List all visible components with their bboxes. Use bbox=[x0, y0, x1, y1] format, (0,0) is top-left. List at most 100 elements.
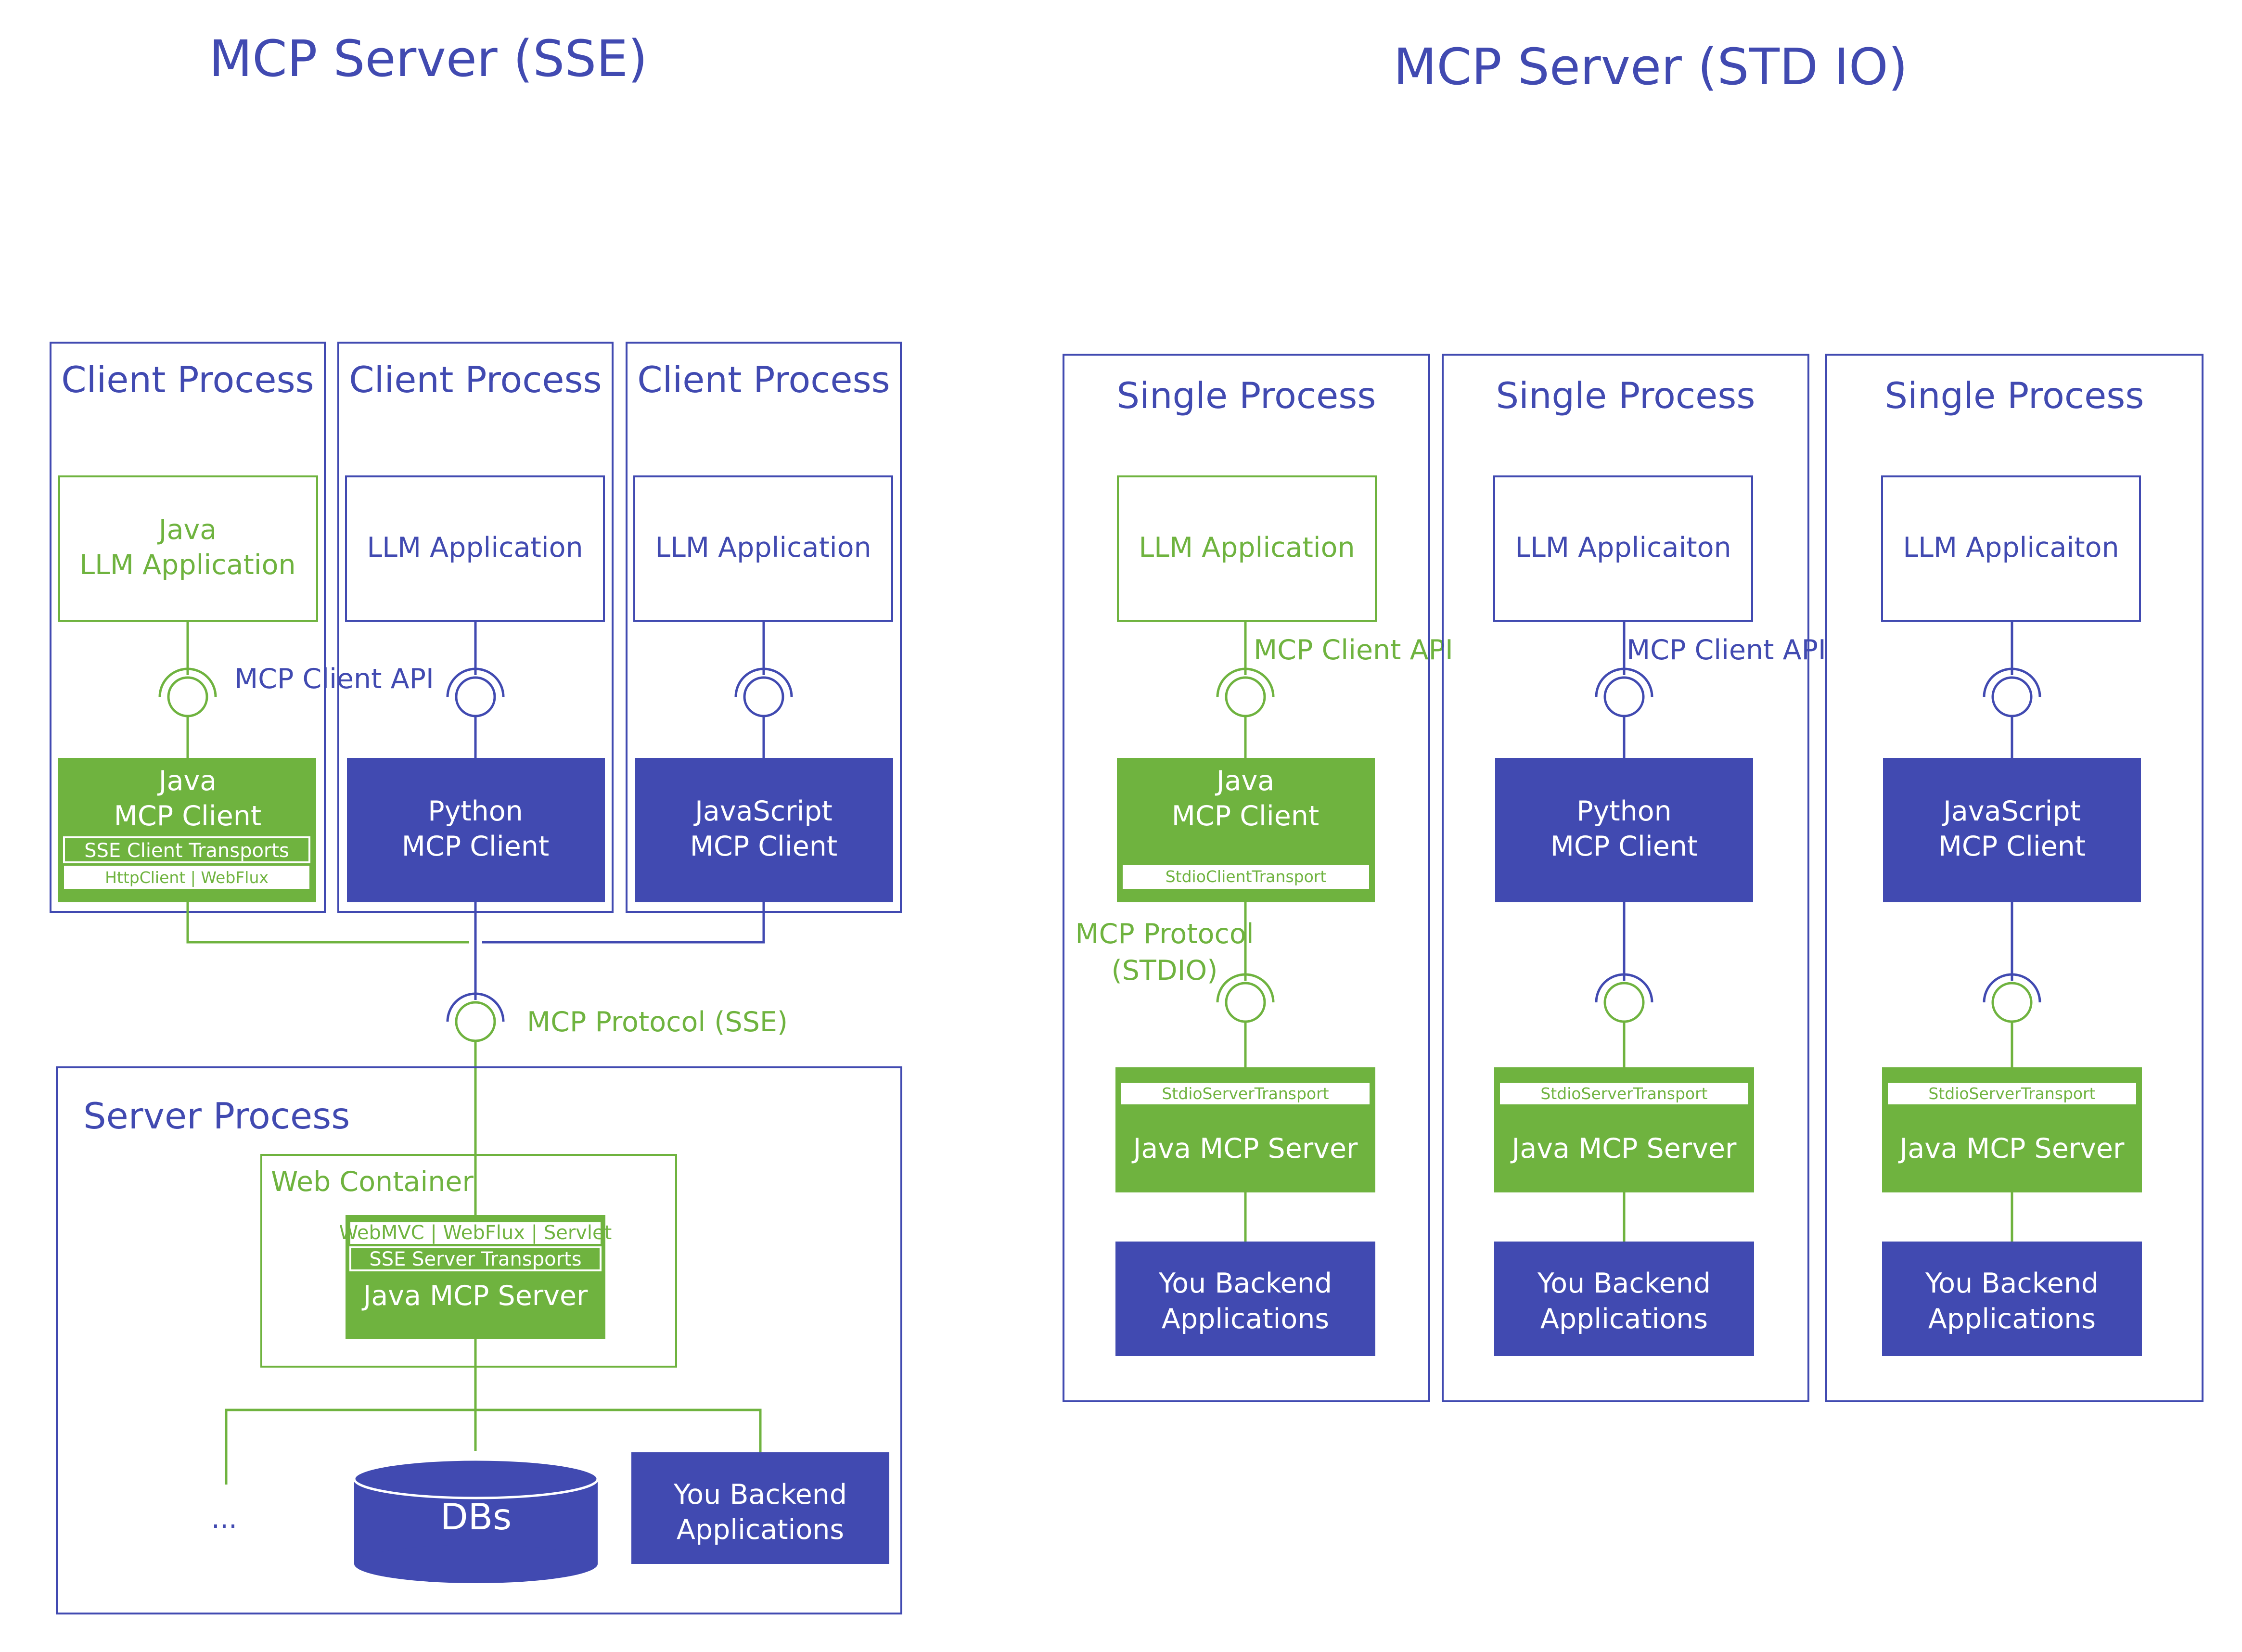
resource-branch-line bbox=[225, 1409, 762, 1485]
backend-line-2: Applications bbox=[1928, 1303, 2096, 1335]
backend-applications-box bbox=[1115, 1242, 1375, 1356]
backend-applications-box bbox=[631, 1452, 889, 1564]
server-process-frame bbox=[56, 1066, 902, 1614]
protocol-ball-icon bbox=[455, 1001, 496, 1042]
js-client-line-2: MCP Client bbox=[690, 831, 838, 862]
single-process-frame bbox=[1442, 354, 1809, 1402]
javascript-mcp-client-box bbox=[635, 758, 893, 902]
server-name-label: Java MCP Server bbox=[1511, 1133, 1737, 1165]
single-process-label: Single Process bbox=[1496, 374, 1755, 417]
api-ball-icon bbox=[1225, 676, 1266, 717]
java-llm-application-box bbox=[58, 475, 318, 622]
protocol-socket-icon bbox=[1595, 973, 1653, 1003]
sse-protocol-label: MCP Protocol (SSE) bbox=[527, 1006, 788, 1038]
client-impl-label: HttpClient | WebFlux bbox=[105, 868, 269, 887]
backend-line-2: Applications bbox=[1540, 1303, 1708, 1335]
llm-application-box bbox=[1493, 475, 1753, 622]
protocol-socket-icon bbox=[1983, 973, 2041, 1003]
llm-app-label: LLM Application bbox=[1139, 532, 1355, 563]
javascript-mcp-client-box bbox=[1883, 758, 2141, 902]
java-app-line-2: LLM Application bbox=[79, 549, 295, 581]
stdio-server-transport-bar bbox=[1121, 1083, 1370, 1104]
python-client-line-1: Python bbox=[428, 795, 523, 827]
sse-server-transport-label: SSE Server Transports bbox=[369, 1248, 581, 1270]
server-name-label: Java MCP Server bbox=[362, 1280, 588, 1312]
stdio-single-process-java: Single Process LLM Application MCP Clien… bbox=[1063, 354, 1453, 1402]
single-process-label: Single Process bbox=[1117, 374, 1376, 417]
protocol-label-line-2: (STDIO) bbox=[1111, 955, 1217, 986]
llm-app-label: LLM Application bbox=[655, 532, 871, 563]
api-socket-icon bbox=[158, 667, 217, 697]
sse-client-transport-bar bbox=[63, 836, 310, 863]
llm-application-box bbox=[633, 475, 893, 622]
api-socket-icon bbox=[446, 667, 505, 697]
backend-line-1: You Backend bbox=[1158, 1268, 1332, 1299]
server-name-label: Java MCP Server bbox=[1132, 1133, 1358, 1165]
llm-app-label: LLM Applicaiton bbox=[1515, 532, 1731, 563]
api-ball-icon bbox=[743, 676, 784, 717]
stdio-server-transport-label: StdioServerTransport bbox=[1162, 1084, 1329, 1103]
sse-server-transport-bar bbox=[349, 1246, 602, 1271]
sse-client-process-javascript: Client Process LLM Application JavaScrip… bbox=[626, 342, 902, 913]
stdio-server-transport-label: StdioServerTransport bbox=[1928, 1084, 2095, 1103]
js-client-line-2: MCP Client bbox=[1938, 831, 2086, 862]
client-process-label: Client Process bbox=[349, 359, 602, 401]
sse-protocol-connectors: MCP Protocol (SSE) bbox=[186, 902, 788, 1215]
client-api-label: MCP Client API bbox=[1254, 634, 1453, 666]
server-impl-bar bbox=[350, 1222, 601, 1244]
client-process-label: Client Process bbox=[61, 359, 314, 401]
llm-application-box bbox=[1117, 475, 1377, 622]
llm-app-label: LLM Application bbox=[367, 532, 583, 563]
sse-client-process-python: Client Process LLM Application Python MC… bbox=[337, 342, 614, 913]
stdio-server-transport-bar bbox=[1888, 1083, 2136, 1104]
protocol-ball-icon bbox=[1225, 982, 1266, 1023]
stdio-single-process-javascript: Single Process LLM Applicaiton JavaScrip… bbox=[1825, 354, 2204, 1402]
stdio-server-transport-label: StdioServerTransport bbox=[1540, 1084, 1707, 1103]
python-mcp-client-box bbox=[347, 758, 605, 902]
web-container-label: Web Container bbox=[271, 1166, 474, 1198]
stdio-client-transport-label: StdioClientTransport bbox=[1166, 867, 1327, 886]
single-process-frame bbox=[1063, 354, 1430, 1402]
stdio-client-transport-bar bbox=[1123, 865, 1369, 889]
backend-line-1: You Backend bbox=[1537, 1268, 1711, 1299]
backend-line-2: Applications bbox=[677, 1514, 844, 1546]
server-impl-label: WebMVC | WebFlux | Servlet bbox=[339, 1222, 612, 1244]
llm-application-box bbox=[1881, 475, 2141, 622]
llm-application-box bbox=[345, 475, 605, 622]
backend-applications-box bbox=[1494, 1242, 1754, 1356]
api-ball-icon bbox=[1991, 676, 2033, 717]
backend-line-2: Applications bbox=[1162, 1303, 1329, 1335]
api-socket-icon bbox=[1216, 667, 1275, 697]
server-process-label: Server Process bbox=[83, 1095, 350, 1137]
backend-line-1: You Backend bbox=[673, 1479, 847, 1511]
db-bottom bbox=[354, 1545, 598, 1583]
dbs-label: DBs bbox=[440, 1496, 512, 1538]
database-icon bbox=[353, 1458, 599, 1583]
js-client-connector-line bbox=[482, 902, 765, 944]
sse-client-process-java: Client Process Java LLM Application MCP … bbox=[50, 342, 434, 913]
protocol-ball-icon bbox=[1991, 982, 2033, 1023]
java-client-line-2: MCP Client bbox=[1172, 800, 1320, 832]
java-client-connector-line bbox=[186, 902, 469, 944]
client-process-label: Client Process bbox=[637, 359, 890, 401]
stdio-single-process-python: Single Process LLM Applicaiton MCP Clien… bbox=[1442, 354, 1826, 1402]
llm-app-label: LLM Applicaiton bbox=[1903, 532, 2119, 563]
python-mcp-client-box bbox=[1495, 758, 1753, 902]
backend-applications-box bbox=[1882, 1242, 2142, 1356]
api-socket-icon bbox=[734, 667, 793, 697]
java-app-line-1: Java bbox=[157, 514, 217, 546]
api-socket-icon bbox=[1595, 667, 1653, 697]
ellipsis-label: ... bbox=[211, 1503, 237, 1535]
stdio-title: MCP Server (STD IO) bbox=[1394, 38, 1908, 96]
client-api-label: MCP Client API bbox=[1627, 634, 1826, 666]
protocol-ball-icon bbox=[1603, 982, 1645, 1023]
backend-line-1: You Backend bbox=[1925, 1268, 2099, 1299]
sse-title: MCP Server (SSE) bbox=[209, 29, 647, 88]
python-client-line-1: Python bbox=[1576, 795, 1672, 827]
js-client-line-1: JavaScript bbox=[693, 795, 833, 827]
client-impl-bar bbox=[64, 866, 309, 889]
stdio-server-transport-bar bbox=[1500, 1083, 1748, 1104]
web-container-frame bbox=[260, 1154, 677, 1368]
single-process-frame bbox=[1825, 354, 2204, 1402]
